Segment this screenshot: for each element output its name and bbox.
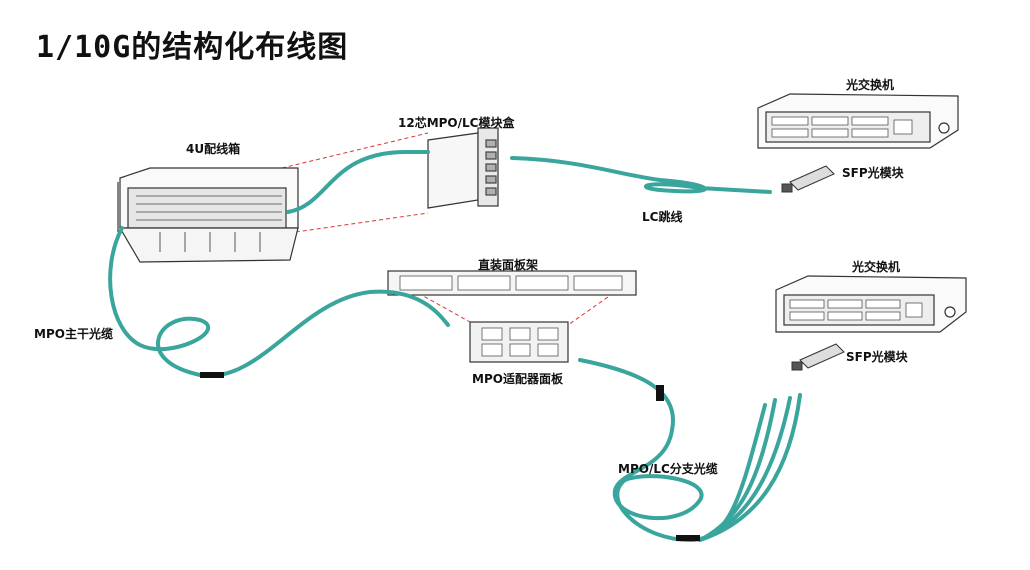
cabinet-label: 4U配线箱 [186,142,241,156]
switch-top [757,93,959,149]
mpo-adapter-panel-label: MPO适配器面板 [472,372,563,386]
lc-patch-label: LC跳线 [642,210,683,224]
switch-bottom-label: 光交换机 [852,260,901,274]
mpo-lc-module-box [427,127,499,209]
4u-cabinet [117,167,299,263]
fiber-cables [108,149,802,543]
leader-lines [281,132,626,326]
sfp-module-top [781,165,835,193]
page-title: 1/10G的结构化布线图 [36,30,349,65]
panel-rack-label: 直装面板架 [478,258,539,272]
switch-bottom [775,275,967,333]
fanout-label: MPO/LC分支光缆 [618,462,718,476]
cable-boots [200,372,700,541]
sfp-bottom-label: SFP光模块 [846,350,908,364]
sfp-module-bottom [791,343,845,371]
sfp-top-label: SFP光模块 [842,166,904,180]
mpo-adapter-panel [469,321,569,363]
switch-top-label: 光交换机 [846,78,895,92]
mpo-trunk-label: MPO主干光缆 [34,327,113,341]
mpo-lc-box-label: 12芯MPO/LC模块盒 [398,116,515,130]
panel-rack [387,270,637,296]
